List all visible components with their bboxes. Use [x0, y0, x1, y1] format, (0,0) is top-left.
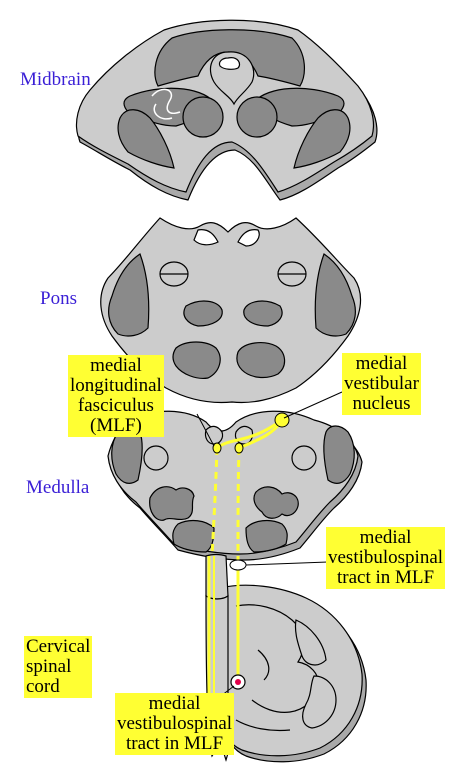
- medulla-label: Medulla: [26, 477, 90, 498]
- pons-fourth-ventricle-notch: [193, 229, 260, 247]
- pons-right-mid-fiber: [243, 300, 283, 327]
- pons-left-mid-fiber: [183, 300, 223, 327]
- medulla-right-olive: [253, 486, 299, 519]
- cervical-spinal-cord-label: Cervical spinal cord: [24, 636, 93, 698]
- pons-label: Pons: [40, 288, 77, 309]
- nucleus-leader: [283, 391, 343, 419]
- spinal-cord-ventral-horn: [302, 675, 337, 729]
- pathway-crossing: [216, 418, 283, 450]
- midbrain-label: Midbrain: [20, 69, 91, 90]
- medulla-left-olive: [149, 486, 195, 521]
- cerebral-aqueduct: [218, 57, 241, 70]
- mlf-label: medial longitudinal fasciculus (MLF): [68, 355, 164, 437]
- mlf-leader: [196, 413, 215, 447]
- pons-section: [100, 217, 362, 404]
- midbrain-section: [75, 19, 378, 201]
- vestibulospinal-pathway: [207, 412, 290, 720]
- spinal-cord-section: [205, 553, 367, 763]
- spinal-cord-gray-matter: [235, 604, 319, 732]
- medial-vestibular-nucleus-dot: [274, 412, 290, 428]
- medulla-right-lateral: [323, 425, 355, 484]
- medulla-left-pyramid: [172, 519, 215, 553]
- medial-vestibular-nucleus-label: medial vestibular nucleus: [342, 353, 421, 415]
- pathway-left-oval-marker: [212, 442, 222, 454]
- midbrain-right-peduncle: [293, 109, 351, 169]
- mvst-upper-label: medial vestibulospinal tract in MLF: [326, 527, 446, 589]
- mvst-upper-leader: [245, 561, 329, 566]
- pons-right-lateral: [314, 253, 356, 337]
- medulla-left-nucleus: [143, 445, 169, 471]
- pons-left-lateral: [108, 253, 150, 337]
- pathway-medulla-left-descending: [210, 447, 219, 557]
- spinal-cord-outline: [217, 584, 363, 757]
- mvst-upper-oval-marker: [229, 559, 247, 571]
- medulla-right-nucleus: [291, 445, 317, 471]
- pathway-right-oval-marker: [234, 442, 244, 454]
- pathway-medulla-right-descending: [236, 447, 241, 561]
- spinal-cord-dorsal-horn: [294, 619, 327, 666]
- pons-right-basilar: [236, 342, 286, 379]
- mvst-lower-red-dot: [235, 679, 241, 685]
- midbrain-white-tract: [151, 88, 181, 120]
- midbrain-left-red-nucleus: [182, 96, 224, 138]
- mvst-lower-label: medial vestibulospinal tract in MLF: [115, 693, 235, 755]
- midbrain-left-peduncle: [117, 109, 175, 169]
- medulla-right-pyramid: [245, 519, 288, 553]
- midbrain-right-red-nucleus: [236, 96, 278, 138]
- pons-left-basilar: [172, 341, 221, 379]
